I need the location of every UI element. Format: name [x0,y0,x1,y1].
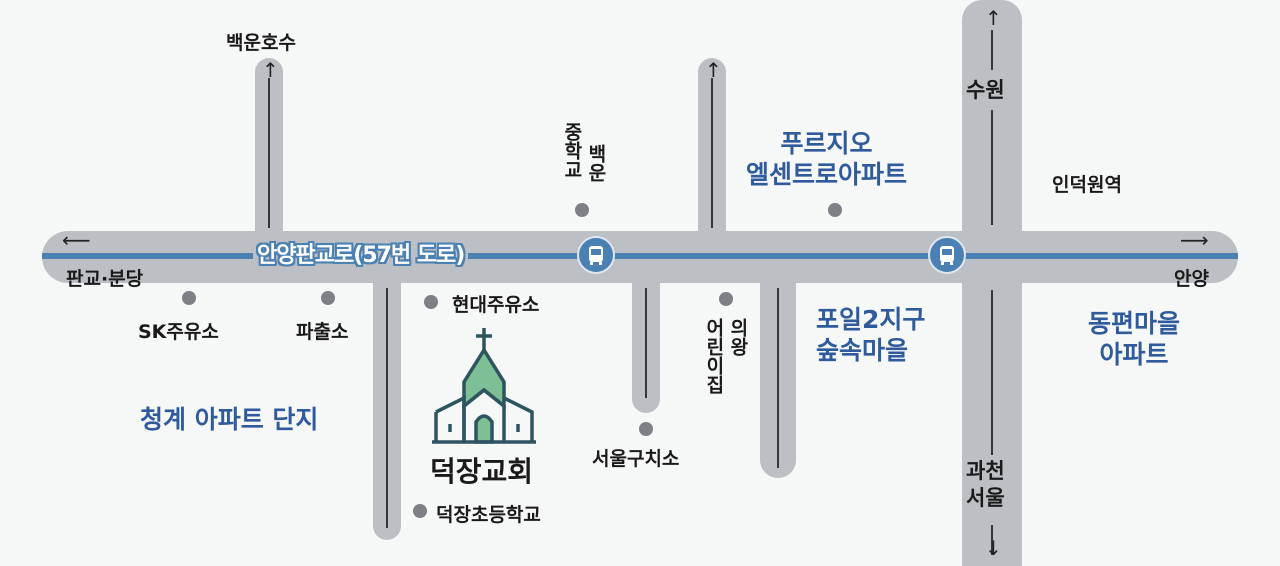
label-elementary-school: 덕장초등학교 [436,504,541,526]
center-line [991,525,993,555]
label-hyundai-station: 현대주유소 [452,294,540,316]
poi-dot [182,291,196,305]
church-name: 덕장교회 [430,455,534,488]
direction-pangyo: 판교·분당 [66,268,144,290]
poi-dot [828,203,842,217]
poi-dot [719,292,733,306]
bus-stop-icon [577,236,615,274]
label-indeogwon-station: 인덕원역 [1052,174,1122,196]
poi-dot [639,422,653,436]
label-middle-school-a: 백운 [584,144,607,182]
poi-dot [321,291,335,305]
label-police: 파출소 [296,321,349,343]
route-line [42,253,1238,259]
area-dongpyeon: 동편마을 아파트 [1088,309,1181,370]
direction-anyang: 안양 [1174,268,1209,290]
label-sk-station: SK주유소 [138,321,219,343]
poi-dot [575,203,589,217]
direction-seoul: 과천 서울 [966,458,1005,513]
direction-suwon: 수원 [966,74,1005,104]
center-line [991,30,993,70]
label-seoul-detention: 서울구치소 [592,448,680,470]
center-line [777,288,779,468]
direction-baegun-lake: 백운호수 [226,32,296,54]
center-line [268,78,270,228]
label-middle-school-b: 중학교 [560,122,583,179]
road-name-label: 안양판교로(57번 도로) [253,237,469,269]
area-cheonggye: 청계 아파트 단지 [140,405,319,434]
arrow-up-icon: ↑ [705,58,722,82]
poi-dot [413,504,427,518]
bus-stop-icon [928,236,966,274]
label-kindergarten-a: 의왕 [726,318,749,356]
arrow-up-icon: ↑ [985,6,1002,30]
center-line [991,110,993,225]
area-prugio: 푸르지오 엘센트로아파트 [746,129,908,190]
poi-dot [424,295,438,309]
arrow-left-icon: ⟵ [62,228,91,252]
center-line [645,288,647,398]
arrow-up-icon: ↑ [262,58,279,82]
area-poil: 포일2지구 숲속마을 [816,305,926,366]
center-line [711,78,713,228]
center-line [991,290,993,455]
arrow-right-icon: ⟶ [1180,228,1209,252]
church-icon [430,326,538,450]
center-line [386,288,388,528]
arrow-down-icon: ↓ [985,536,1002,560]
label-kindergarten-b: 어린이집 [702,318,725,394]
